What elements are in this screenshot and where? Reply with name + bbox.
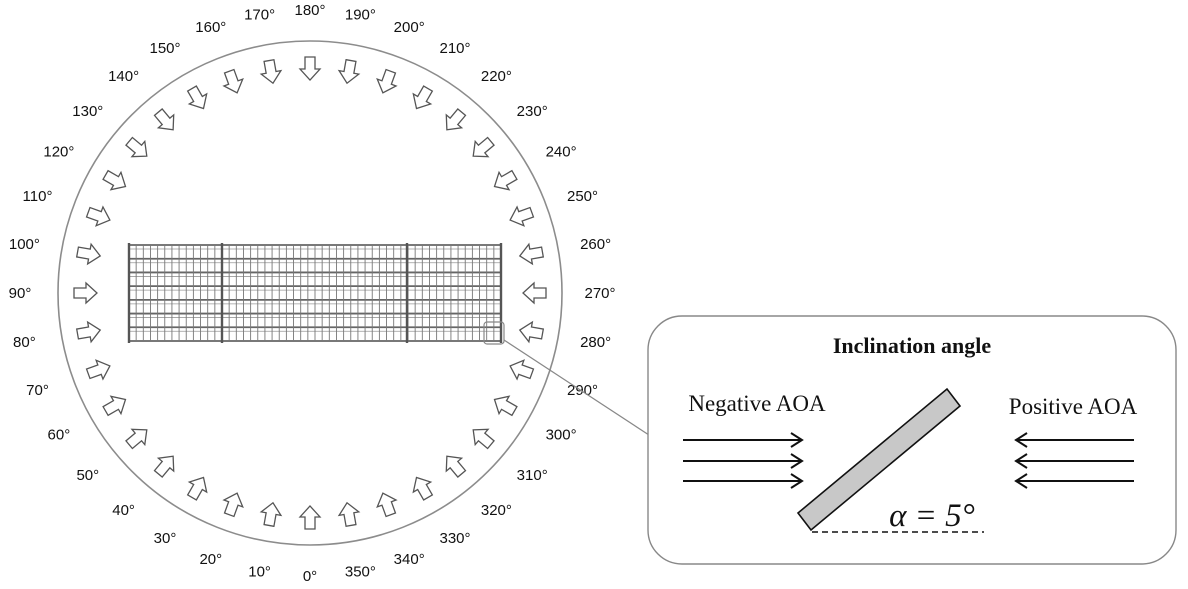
degree-label: 340° <box>394 551 425 568</box>
wind-arrow <box>153 455 175 478</box>
degree-label: 70° <box>26 382 49 399</box>
wind-arrow <box>493 395 518 417</box>
wind-arrow <box>125 136 148 158</box>
inclination-inset: Inclination angle Negative AOA Positive … <box>647 315 1177 565</box>
degree-label: 230° <box>517 103 548 120</box>
degree-label: 350° <box>345 564 376 581</box>
degree-label: 250° <box>567 188 598 205</box>
degree-label: 110° <box>23 188 53 205</box>
inclined-plate <box>796 387 962 532</box>
flow-arrow-right <box>683 432 804 448</box>
degree-label: 20° <box>199 551 222 568</box>
wind-arrow <box>75 242 102 266</box>
wind-arrow <box>102 169 127 191</box>
wind-arrow <box>412 476 434 501</box>
wind-arrow <box>472 136 495 158</box>
degree-label: 280° <box>580 334 611 351</box>
panel-array <box>127 243 503 343</box>
degree-label: 170° <box>244 6 275 23</box>
degree-label: 160° <box>195 19 226 36</box>
wind-arrow <box>85 205 111 227</box>
degree-label: 320° <box>481 502 512 519</box>
degree-label: 10° <box>248 564 271 581</box>
degree-label: 80° <box>13 334 36 351</box>
degree-label: 270° <box>584 285 615 302</box>
degree-label: 210° <box>439 40 470 57</box>
zoom-marker <box>483 321 505 345</box>
degree-label: 190° <box>345 6 376 23</box>
degree-label: 330° <box>439 530 470 547</box>
flow-arrow-right <box>683 453 804 469</box>
wind-arrow <box>376 68 398 94</box>
wind-arrow <box>445 455 467 478</box>
degree-label: 140° <box>108 68 139 85</box>
wind-arrow <box>102 395 127 417</box>
degree-label: 90° <box>9 285 32 302</box>
degree-label: 220° <box>481 68 512 85</box>
degree-label: 260° <box>580 236 611 253</box>
degree-label: 120° <box>43 144 74 161</box>
flow-arrow-left <box>1014 473 1134 489</box>
degree-labels: 0° 10° 20° 30° 40° 50° 60° 70° 80° 90° 100° 110° 120… <box>9 2 616 585</box>
wind-arrow <box>518 320 545 344</box>
degree-label: 300° <box>546 427 577 444</box>
flow-arrow-right <box>683 473 804 489</box>
angle-label: α = 5° <box>889 498 975 534</box>
degree-label: 40° <box>112 502 135 519</box>
wind-arrow <box>298 56 322 81</box>
wind-arrow <box>222 68 244 94</box>
degree-label: 180° <box>294 2 325 19</box>
wind-arrow <box>75 320 102 344</box>
degree-label: 240° <box>546 144 577 161</box>
wind-arrows <box>73 56 547 530</box>
degree-label: 0° <box>303 568 317 585</box>
wind-arrow <box>337 501 361 528</box>
wind-arrow <box>259 501 283 528</box>
wind-arrow <box>298 505 322 530</box>
wind-arrow <box>445 108 467 131</box>
degree-label: 100° <box>9 236 40 253</box>
wind-arrow <box>186 85 208 110</box>
degree-label: 60° <box>48 427 71 444</box>
wind-arrow <box>522 281 547 305</box>
negative-aoa-label: Negative AOA <box>688 391 826 416</box>
positive-flow-arrows <box>1014 432 1134 489</box>
degree-label: 200° <box>394 19 425 36</box>
wind-arrow <box>85 359 111 381</box>
wind-arrow <box>73 281 98 305</box>
wind-arrow <box>412 85 434 110</box>
wind-arrow <box>337 58 361 85</box>
degree-label: 50° <box>76 467 99 484</box>
positive-aoa-label: Positive AOA <box>1009 394 1138 419</box>
flow-arrow-left <box>1014 432 1134 448</box>
degree-label: 310° <box>517 467 548 484</box>
degree-label: 130° <box>72 103 103 120</box>
wind-arrow <box>125 428 148 450</box>
wind-arrow <box>509 205 535 227</box>
wind-arrow <box>153 108 175 131</box>
inset-title: Inclination angle <box>833 333 992 358</box>
degree-label: 30° <box>154 530 177 547</box>
wind-arrow <box>186 476 208 501</box>
wind-arrow <box>509 359 535 381</box>
wind-arrow <box>518 242 545 266</box>
zoom-leader-line <box>503 339 653 438</box>
degree-label: 150° <box>149 40 180 57</box>
wind-arrow <box>493 169 518 191</box>
wind-arrow <box>472 428 495 450</box>
negative-flow-arrows <box>683 432 804 489</box>
wind-arrow <box>376 492 398 518</box>
wind-arrow <box>259 58 283 85</box>
direction-circle <box>57 40 563 546</box>
wind-arrow <box>222 492 244 518</box>
flow-arrow-left <box>1014 453 1134 469</box>
